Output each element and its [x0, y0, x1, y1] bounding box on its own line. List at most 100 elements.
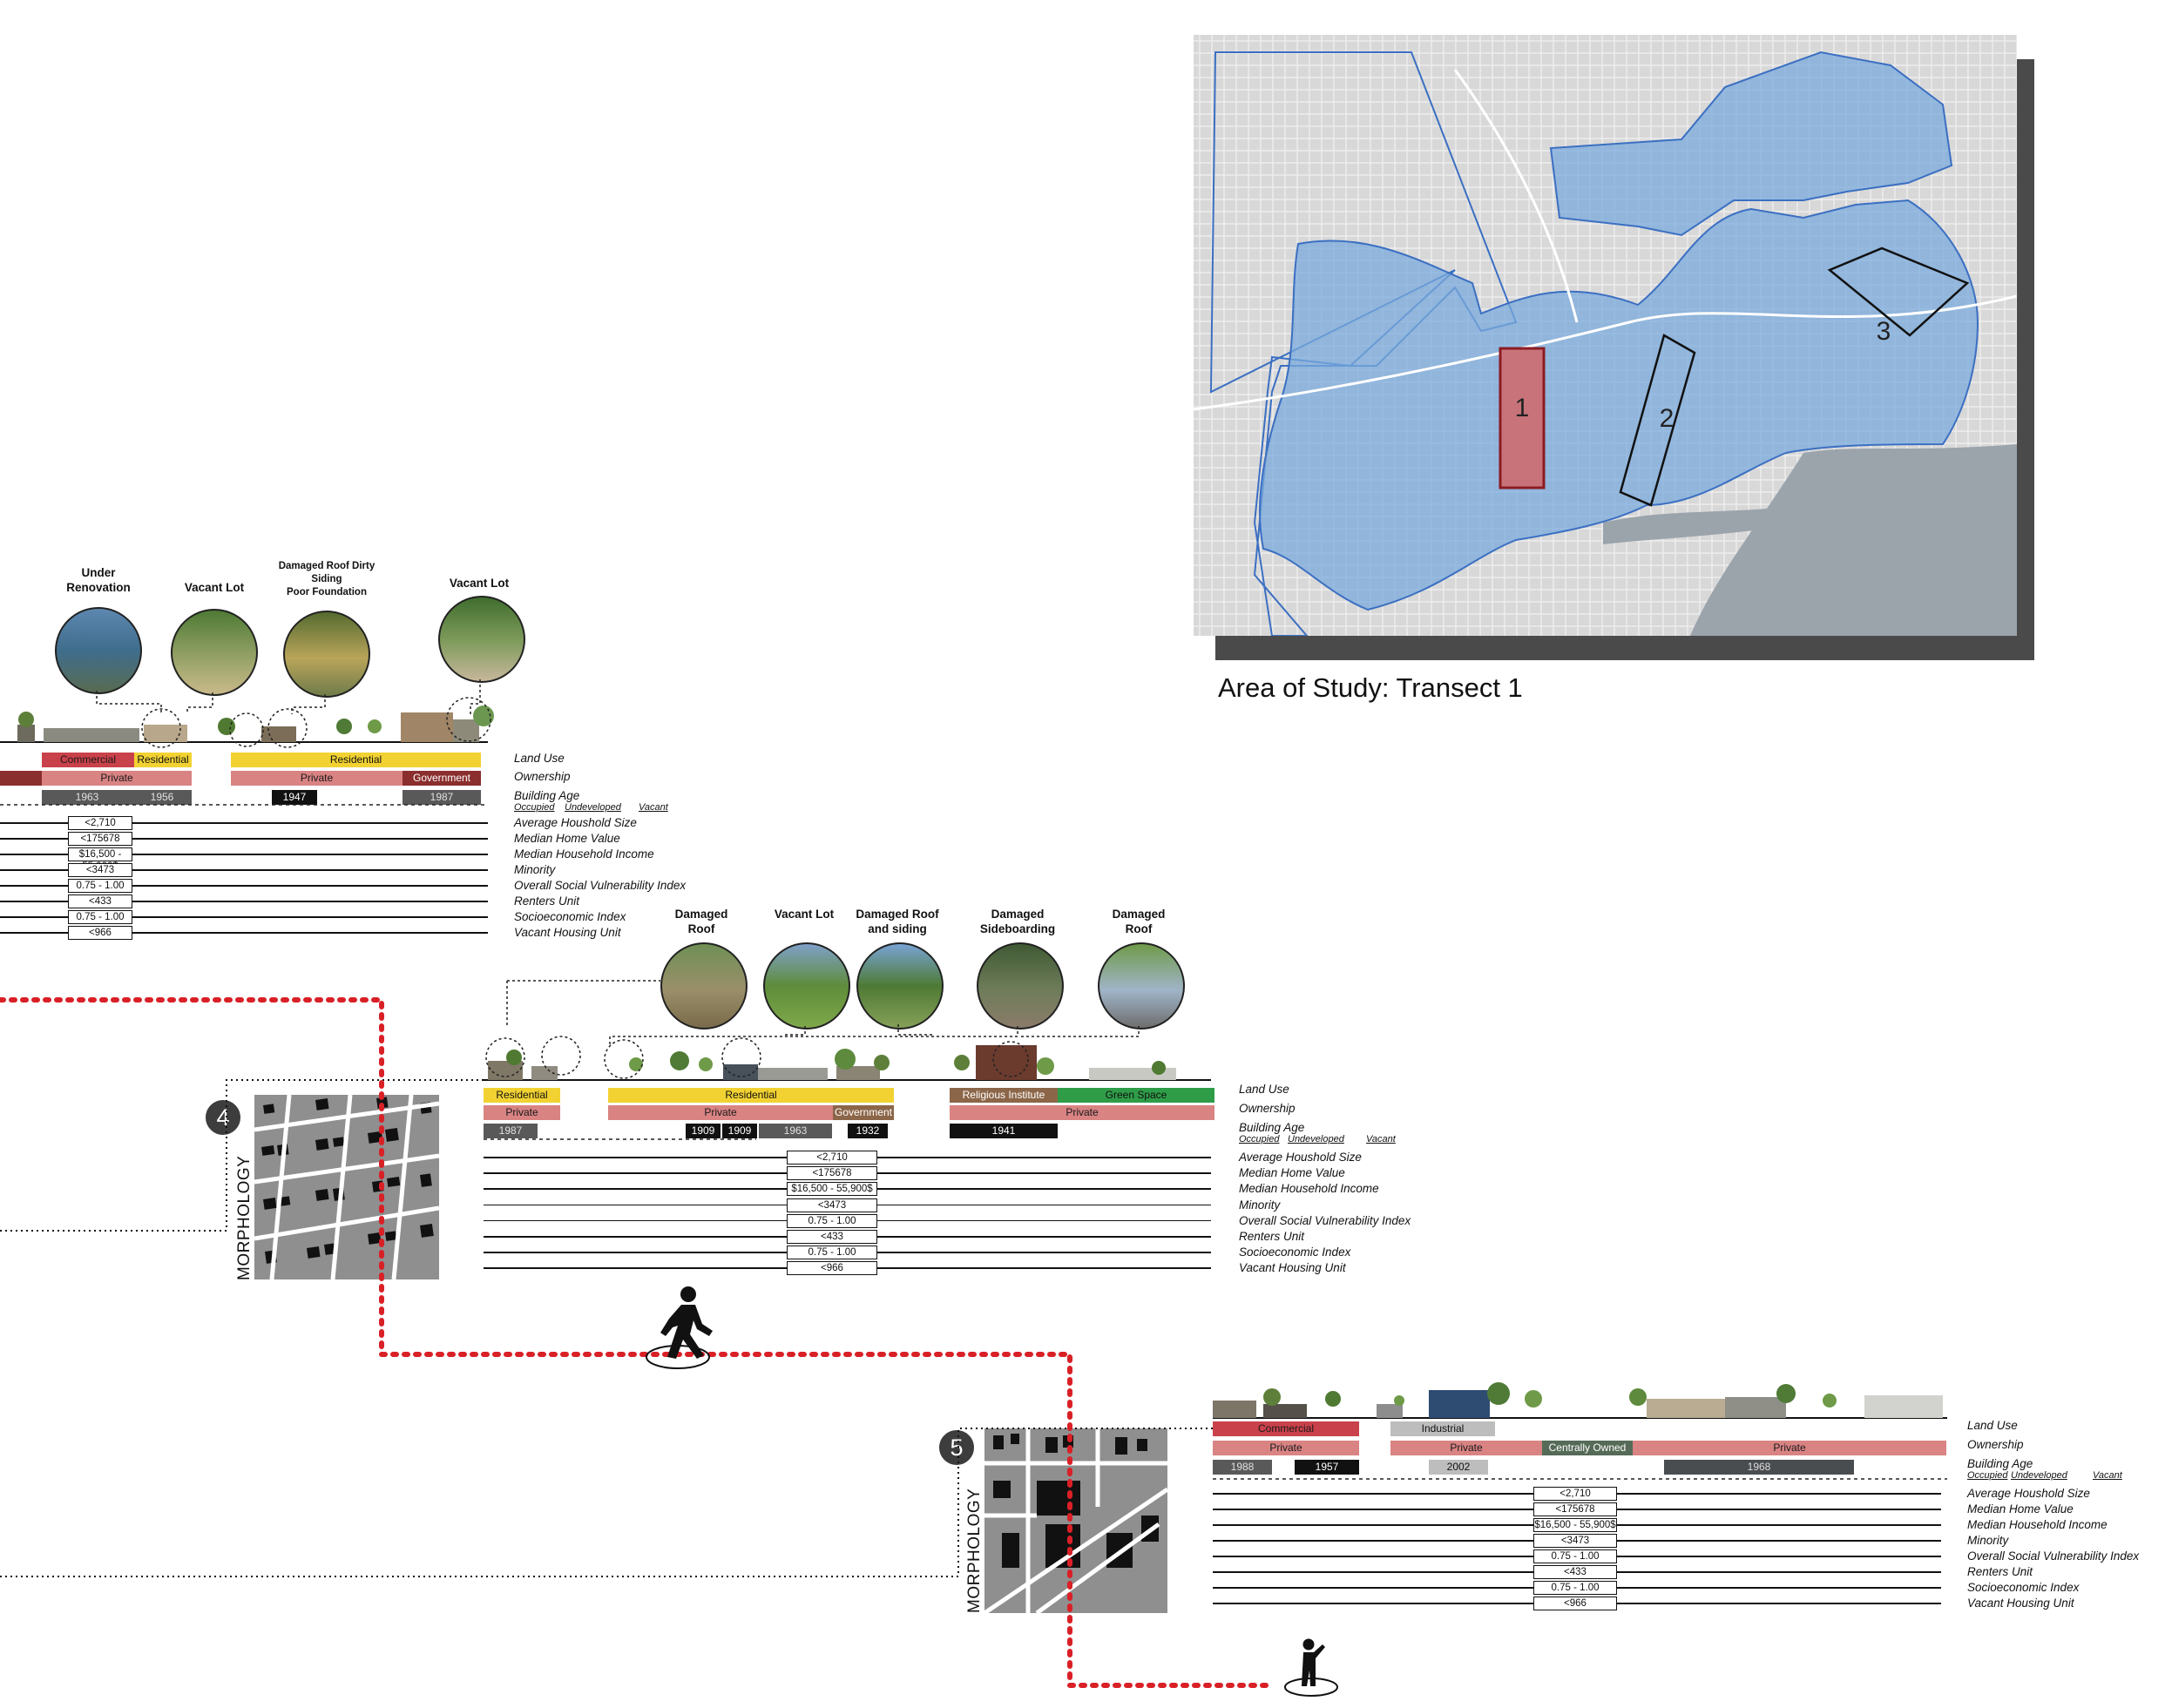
tree-silhouette — [1487, 1382, 1510, 1405]
attribute-label: Median Household Income — [1967, 1518, 2107, 1531]
street-line — [269, 1095, 292, 1279]
attribute-label: Overall Social Vulnerability Index — [1239, 1213, 1411, 1227]
morphology-map — [254, 1095, 439, 1279]
highway-north — [1453, 69, 1579, 323]
metric-value: <966 — [1533, 1597, 1617, 1610]
occupancy-label: Undeveloped — [1288, 1134, 1344, 1144]
transect-2-label: 2 — [1660, 404, 1674, 433]
building-silhouette — [1263, 1404, 1307, 1418]
attribute-label: Vacant Housing Unit — [514, 926, 621, 939]
ownership-private: Private — [1390, 1441, 1542, 1455]
tree-silhouette — [506, 1050, 522, 1065]
building-silhouette — [723, 1064, 758, 1080]
feature-text: Damaged Roof — [1112, 908, 1166, 935]
metric-value: <433 — [1533, 1565, 1617, 1579]
attribute-label: Ownership — [514, 770, 571, 783]
street-line — [984, 1487, 1167, 1613]
attribute-label: Socioeconomic Index — [514, 910, 626, 923]
metric-value: <2,710 — [787, 1151, 877, 1165]
feature-text: Vacant Lot — [184, 581, 245, 594]
attribute-label: Minority — [514, 863, 556, 876]
feature-text: Under Renovation — [66, 566, 131, 594]
transect-1-box — [1499, 347, 1546, 489]
metric-value: <966 — [787, 1261, 877, 1276]
building-footprint — [993, 1435, 1004, 1449]
land-use-commercial: Commercial — [42, 753, 134, 767]
feature-photo-damaged-roof — [1098, 942, 1185, 1030]
land-use-industrial: Industrial — [1390, 1421, 1495, 1436]
building-footprint — [1045, 1437, 1058, 1453]
building-footprint — [1115, 1437, 1127, 1455]
ownership-private: Private — [231, 771, 403, 786]
building-age-bar: 1909 — [686, 1124, 721, 1138]
attribute-label: Building Age — [1967, 1457, 2033, 1470]
attribute-label: Overall Social Vulnerability Index — [1967, 1549, 2140, 1563]
building-age-bar: 1947 — [272, 790, 317, 805]
attribute-label: Minority — [1239, 1198, 1281, 1212]
tree-silhouette — [1037, 1057, 1054, 1075]
attribute-label: Land Use — [1239, 1083, 1289, 1096]
occupancy-label: Occupied — [514, 802, 555, 813]
feature-label: Under Renovation — [42, 565, 155, 595]
study-area-shading — [1259, 51, 1979, 611]
feature-label: Damaged Sideboarding — [961, 907, 1074, 936]
metric-value: <175678 — [68, 832, 132, 846]
attribute-label: Average Houshold Size — [514, 816, 637, 829]
map-graphic: 1 2 3 — [1194, 35, 2017, 636]
building-silhouette — [1429, 1390, 1490, 1418]
land-use-residential: Residential — [484, 1088, 560, 1103]
metric-line — [0, 901, 488, 902]
building-footprint — [1137, 1439, 1147, 1451]
feature-label: Damaged Roof and siding — [841, 907, 954, 936]
attribute-label: Renters Unit — [1239, 1230, 1305, 1243]
building-silhouette — [17, 725, 35, 742]
building-footprint — [385, 1128, 399, 1142]
occupancy-label: Vacant — [2093, 1470, 2122, 1481]
feature-photo-damaged-sideboarding — [977, 942, 1064, 1030]
ownership-centrally-owned: Centrally Owned — [1542, 1441, 1633, 1455]
building-age-bar: 1909 — [722, 1124, 757, 1138]
tree-silhouette — [1263, 1388, 1281, 1406]
study-area-map: 1 2 3 — [1194, 35, 2017, 636]
transect-3-label: 3 — [1877, 317, 1891, 346]
building-silhouette — [401, 712, 453, 742]
tree-silhouette — [874, 1055, 890, 1070]
building-silhouette — [1647, 1399, 1725, 1418]
metric-value: 0.75 - 1.00 — [787, 1213, 877, 1228]
feature-text: Damaged Roof Dirty Siding Poor Foundatio… — [278, 561, 375, 597]
metric-line — [0, 838, 488, 840]
tree-silhouette — [18, 712, 34, 727]
building-age-bar: 1963 — [759, 1124, 832, 1138]
building-silhouette — [1725, 1397, 1786, 1418]
tree-silhouette — [629, 1057, 643, 1071]
river — [1690, 444, 2017, 636]
building-footprint — [333, 1137, 345, 1147]
map-caption: Area of Study: Transect 1 — [1218, 672, 1523, 703]
building-footprint — [385, 1231, 397, 1241]
ownership-private: Private — [608, 1105, 833, 1120]
attribute-label: Ownership — [1239, 1102, 1296, 1115]
street-line — [254, 1153, 439, 1185]
building-age-bar: 1956 — [132, 790, 192, 805]
land-use-green-space: Green Space — [1058, 1088, 1214, 1103]
building-age-bar: 1987 — [403, 790, 481, 805]
building-footprint — [261, 1145, 275, 1156]
highway — [1194, 294, 2017, 411]
feature-text: Damaged Roof and siding — [856, 908, 939, 935]
attribute-label: Median Home Value — [1967, 1502, 2074, 1516]
building-footprint — [368, 1232, 382, 1245]
walking-route — [0, 997, 1276, 1688]
metric-value: <3473 — [1533, 1534, 1617, 1548]
metric-value: <433 — [787, 1230, 877, 1244]
pointing-person-icon — [1284, 1638, 1338, 1697]
tree-silhouette — [368, 719, 382, 733]
transect-3-box — [1827, 246, 1970, 337]
attribute-label: Median Household Income — [514, 847, 654, 861]
building-silhouette — [1377, 1404, 1403, 1418]
feature-photo-damaged-roof — [283, 611, 370, 698]
transect-2-box — [1619, 334, 1696, 507]
tree-silhouette — [954, 1055, 970, 1070]
metric-line — [0, 822, 488, 824]
occupancy-label: Undeveloped — [2011, 1470, 2067, 1481]
feature-text: Damaged Sideboarding — [979, 908, 1056, 935]
